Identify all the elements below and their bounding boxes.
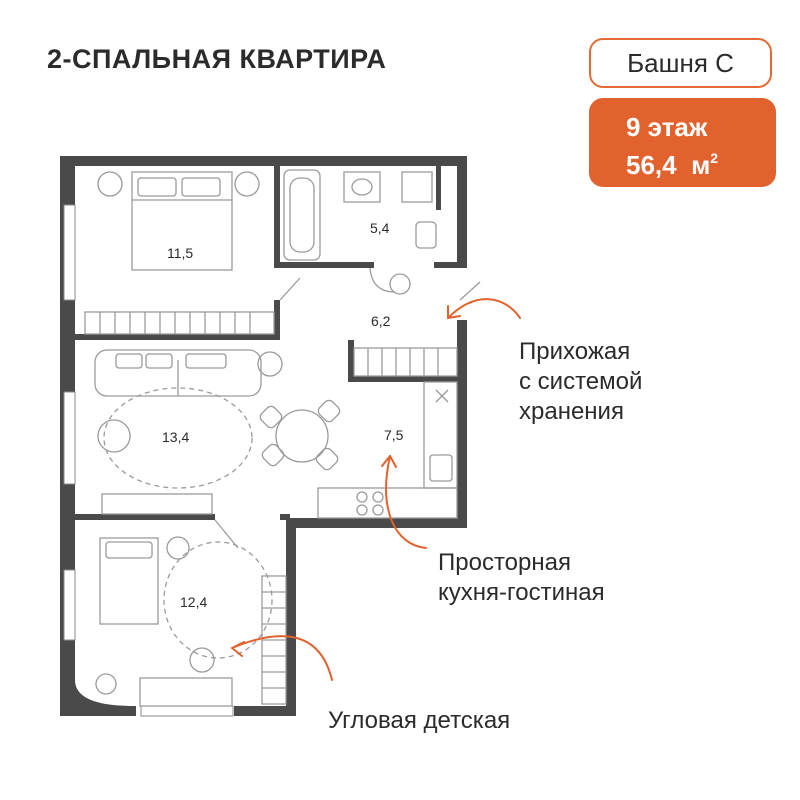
arrow-storage-head-icon <box>447 305 461 319</box>
floor-label: 9 этаж <box>626 112 708 142</box>
arrow-storage-icon <box>447 298 521 319</box>
tower-badge: Башня С <box>589 38 772 88</box>
windows <box>63 204 234 717</box>
storage-note-line: хранения <box>519 398 624 425</box>
area-unit: м <box>691 150 711 180</box>
kitchen-note-line: Просторная <box>438 549 571 576</box>
storage-note: Прихожая с системой хранения <box>519 337 642 427</box>
area-unit-sup: 2 <box>710 150 719 166</box>
interior-walls <box>75 166 457 520</box>
room-area-kitchen: 7,5 <box>384 427 404 443</box>
kitchen-note-line: кухня-гостиная <box>438 579 605 606</box>
arrow-kitchen-icon <box>385 455 427 549</box>
outer-walls <box>60 156 467 716</box>
furniture <box>84 169 481 707</box>
storage-note-line: с системой <box>519 368 643 395</box>
storage-note-line: Прихожая <box>519 338 631 365</box>
area-label: 56,4 м2 <box>626 143 776 181</box>
room-area-bathroom: 5,4 <box>370 220 390 236</box>
room-area-living: 13,4 <box>162 429 189 445</box>
area-value: 56,4 <box>626 150 677 180</box>
arrow-kitchen-head-icon <box>381 455 397 468</box>
kids-note: Угловая детская <box>328 707 511 734</box>
arrow-kids-head-icon <box>231 641 245 657</box>
floor-area-badge: 9 этаж 56,4 м2 <box>589 98 776 187</box>
kitchen-note: Просторная кухня-гостиная <box>438 548 605 608</box>
room-area-hallway: 6,2 <box>371 313 391 329</box>
room-area-bedroom: 11,5 <box>167 245 193 261</box>
page-title: 2-СПАЛЬНАЯ КВАРТИРА <box>47 44 387 74</box>
arrow-kids-icon <box>231 635 333 681</box>
room-area-kids: 12,4 <box>180 594 207 610</box>
